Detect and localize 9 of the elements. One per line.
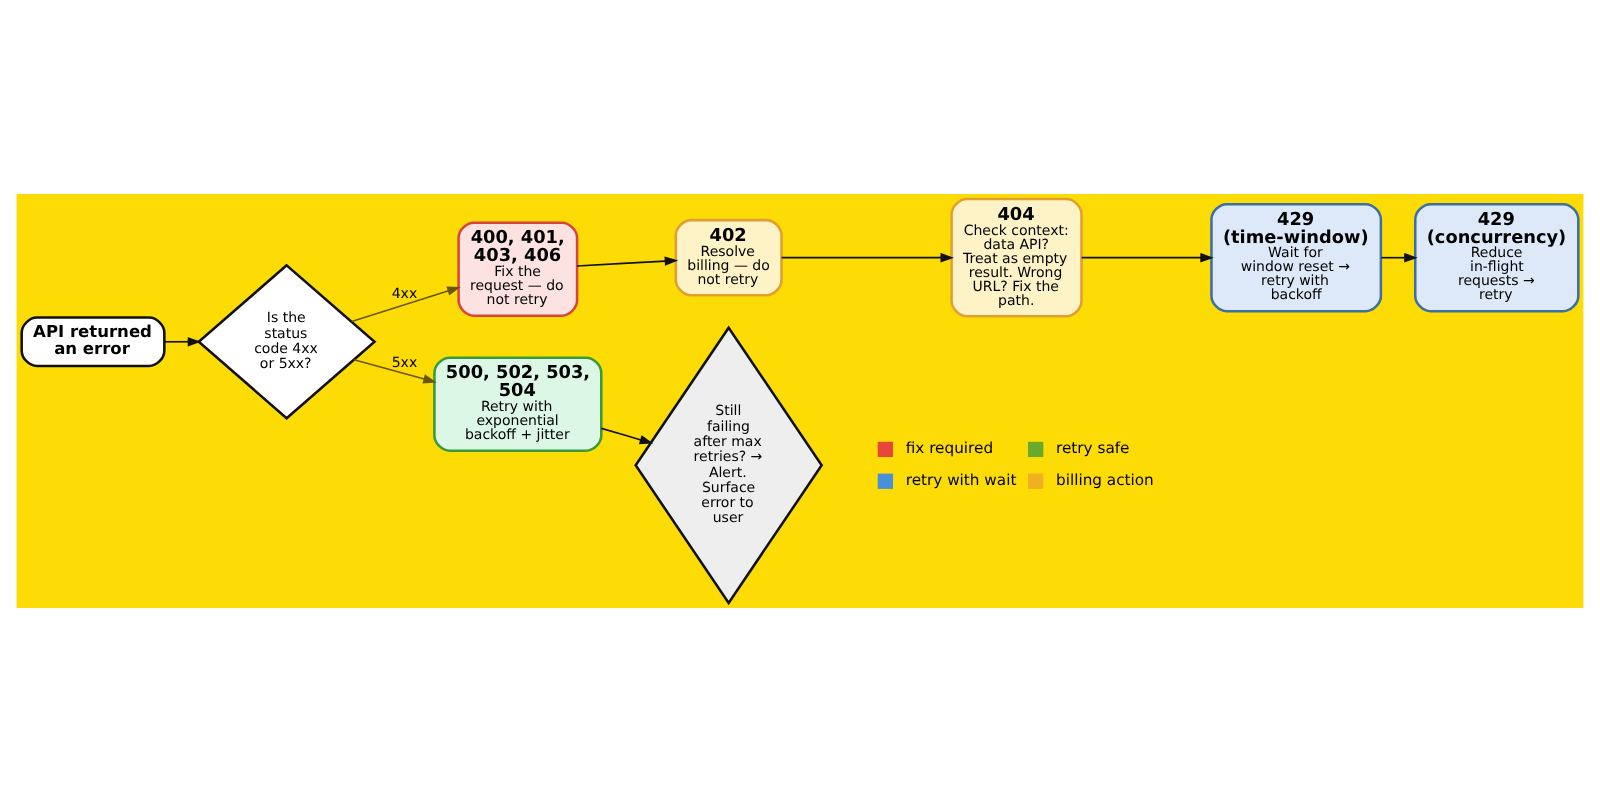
arrow bbox=[350, 285, 461, 322]
arrow bbox=[780, 251, 955, 262]
arrow bbox=[576, 255, 679, 266]
arrow bbox=[600, 426, 654, 444]
arrow bbox=[353, 358, 437, 383]
arrow bbox=[163, 336, 202, 346]
arrow bbox=[1080, 251, 1214, 262]
arrow bbox=[1380, 251, 1418, 262]
node-box: API returned an error bbox=[20, 315, 166, 367]
